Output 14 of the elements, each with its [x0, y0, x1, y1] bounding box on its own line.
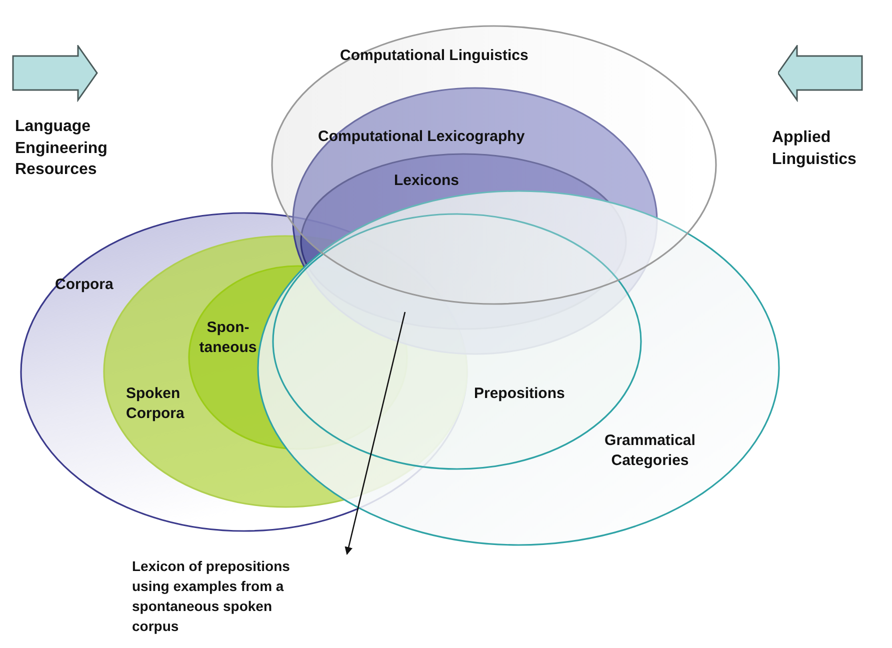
region-label: Lexicons — [394, 171, 460, 191]
region-label: Corpora — [55, 275, 114, 295]
side-label: Applied Linguistics — [772, 128, 858, 170]
ellipse-region — [271, 25, 717, 305]
region-label: Grammatical Categories — [604, 431, 696, 472]
region-label: Prepositions — [474, 384, 566, 404]
region-label: Spoken Corpora — [126, 384, 186, 424]
region-label: Computational Lexicography — [318, 127, 526, 147]
leader-line — [344, 312, 406, 555]
side-label: Language Engineering Resources — [15, 117, 108, 180]
region-label: Spon-taneous — [198, 318, 258, 358]
callout-text: Lexicon of prepositions using examples from a spontaneous spoken corpus — [132, 556, 314, 636]
region-label: Computational Linguistics — [340, 46, 530, 66]
ellipse-region — [257, 190, 780, 546]
